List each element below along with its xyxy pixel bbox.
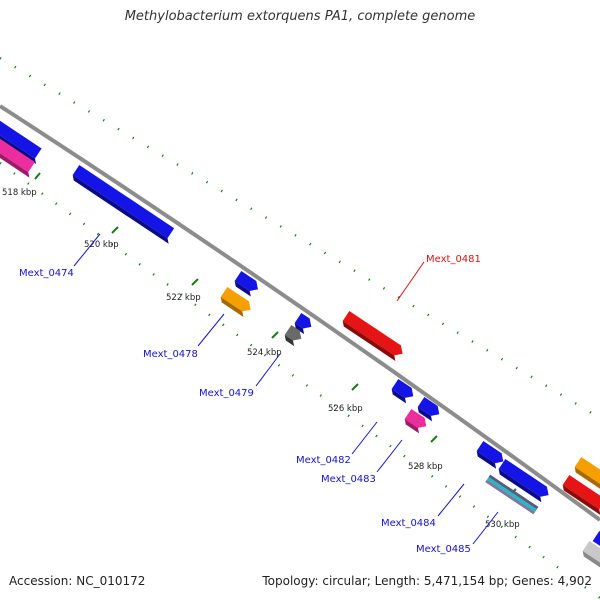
- gene-mext-0474[interactable]: [70, 165, 177, 244]
- label-mext-0483[interactable]: Mext_0483: [321, 474, 376, 485]
- label-mext-0481[interactable]: Mext_0481: [426, 254, 481, 265]
- gene-block-528-blue[interactable]: [474, 441, 506, 470]
- tick-label-530: 530 kbp: [485, 520, 520, 530]
- label-mext-0482[interactable]: Mext_0482: [296, 455, 351, 466]
- tick-526: [351, 383, 359, 391]
- gene-mext-0477[interactable]: [232, 271, 261, 298]
- leader-mext-0481: [396, 261, 425, 302]
- leader-mext-0483: [376, 439, 403, 473]
- gene-block-right-silver[interactable]: [580, 541, 600, 570]
- genome-summary-text: Topology: circular; Length: 5,471,154 bp…: [262, 574, 592, 588]
- tick-522: [191, 278, 199, 286]
- tick-label-522: 522 kbp: [166, 293, 201, 303]
- gene-mext-0478[interactable]: [218, 287, 254, 318]
- leader-mext-0478: [197, 313, 225, 347]
- tick-label-518: 518 kbp: [2, 188, 37, 198]
- genome-backbone: [0, 104, 600, 522]
- gene-block-right-blue[interactable]: [592, 531, 600, 553]
- gene-block-526-blue[interactable]: [389, 379, 416, 405]
- gene-mext-0479[interactable]: [282, 325, 304, 347]
- tick-524: [271, 331, 279, 339]
- label-mext-0485[interactable]: Mext_0485: [416, 544, 471, 555]
- leader-mext-0474: [73, 233, 101, 267]
- tick-label-524: 524 kbp: [247, 348, 282, 358]
- gene-block-topleft-magenta[interactable]: [0, 137, 38, 178]
- leader-mext-0484: [437, 483, 465, 517]
- tick-518: [34, 172, 41, 180]
- label-mext-0474[interactable]: Mext_0474: [19, 268, 74, 279]
- kbp-ticks: [34, 172, 517, 496]
- label-mext-0478[interactable]: Mext_0478: [143, 349, 198, 360]
- gene-mext-0483[interactable]: [402, 409, 429, 435]
- gene-mext-0480[interactable]: [292, 313, 314, 335]
- tick-528: [430, 435, 438, 443]
- inner-track-guide: [0, 162, 600, 599]
- gene-features: [0, 119, 600, 570]
- gene-block-right-red[interactable]: [560, 475, 600, 515]
- tick-label-526: 526 kbp: [328, 404, 363, 414]
- gene-mext-0482[interactable]: [415, 397, 442, 423]
- label-mext-0484[interactable]: Mext_0484: [381, 518, 436, 529]
- map-title: Methylobacterium extorquens PA1, complet…: [124, 9, 476, 24]
- tick-label-520: 520 kbp: [84, 240, 119, 250]
- leader-mext-0482: [351, 421, 378, 455]
- leader-lines: [73, 233, 499, 545]
- gene-block-right-orange[interactable]: [572, 457, 600, 495]
- label-mext-0479[interactable]: Mext_0479: [199, 388, 254, 399]
- tick-label-528: 528 kbp: [408, 462, 443, 472]
- leader-mext-0479: [255, 353, 281, 387]
- outer-track-guide: [0, 56, 600, 420]
- tick-520: [111, 226, 119, 234]
- leader-mext-0485: [472, 511, 499, 545]
- gene-mext-0485[interactable]: [496, 459, 551, 503]
- accession-text: Accession: NC_010172: [9, 574, 146, 588]
- tick-labels: 518 kbp 520 kbp 522 kbp 524 kbp 526 kbp …: [2, 188, 520, 530]
- gene-mext-0484[interactable]: [485, 474, 539, 515]
- gene-mext-0481[interactable]: [340, 311, 405, 362]
- gene-labels: Mext_0474 Mext_0478 Mext_0479 Mext_0481 …: [19, 254, 481, 555]
